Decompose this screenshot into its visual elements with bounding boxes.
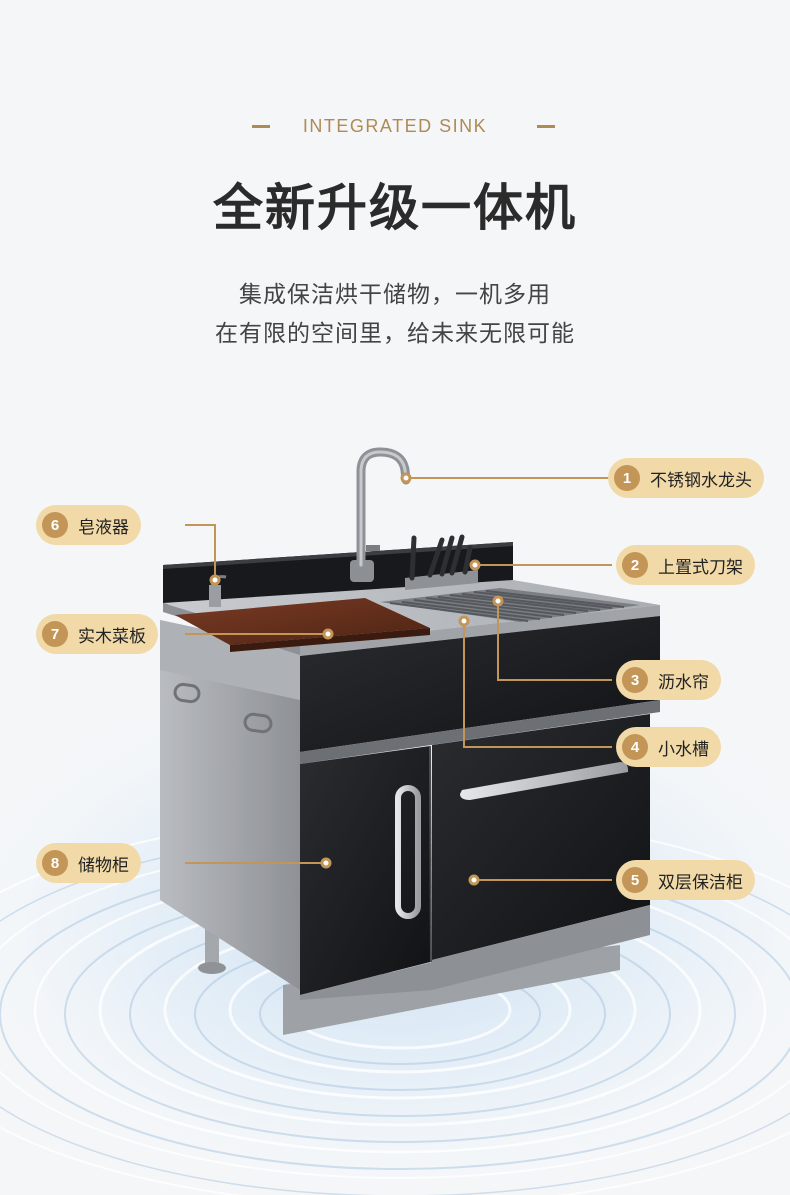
- callout-number: 1: [614, 465, 640, 491]
- callout-label: 储物柜: [78, 855, 129, 876]
- callout-number: 3: [622, 667, 648, 693]
- callout-label: 实木菜板: [78, 626, 146, 647]
- callout-label: 上置式刀架: [658, 557, 743, 578]
- subtitle-line-2: 在有限的空间里，给未来无限可能: [215, 321, 575, 347]
- kicker-text: INTEGRATED SINK: [302, 116, 488, 136]
- callout-storage-cabinet: 8 储物柜: [36, 843, 141, 883]
- callout-number: 8: [42, 850, 68, 876]
- callout-small-sink: 4 小水槽: [616, 727, 721, 767]
- callout-knife-rack: 2 上置式刀架: [616, 545, 755, 585]
- kicker-dash-left: [252, 125, 270, 128]
- callout-soap-dispenser: 6 皂液器: [36, 505, 141, 545]
- subtitle-line-1: 集成保洁烘干储物，一机多用: [239, 282, 551, 308]
- callout-label: 皂液器: [78, 517, 129, 538]
- kicker-dash-right: [537, 125, 555, 128]
- callout-sterilizer-cabinet: 5 双层保洁柜: [616, 860, 755, 900]
- callout-number: 2: [622, 552, 648, 578]
- callout-number: 4: [622, 734, 648, 760]
- callout-drain-rack: 3 沥水帘: [616, 660, 721, 700]
- callout-number: 7: [42, 621, 68, 647]
- callout-faucet: 1 不锈钢水龙头: [608, 458, 764, 498]
- callout-label: 双层保洁柜: [658, 872, 743, 893]
- callout-label: 不锈钢水龙头: [650, 470, 752, 491]
- callout-number: 5: [622, 867, 648, 893]
- callout-cutting-board: 7 实木菜板: [36, 614, 158, 654]
- callout-label: 小水槽: [658, 739, 709, 760]
- page-title: 全新升级一体机: [213, 179, 577, 237]
- callout-number: 6: [42, 512, 68, 538]
- callout-label: 沥水帘: [658, 672, 709, 693]
